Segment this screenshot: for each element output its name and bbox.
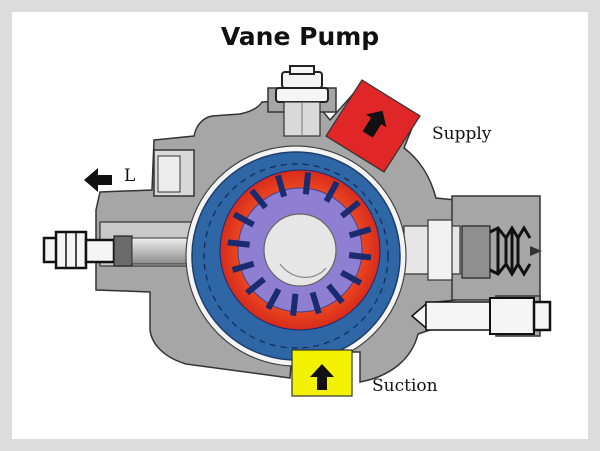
l-port-bore (157, 155, 181, 193)
supply-port (325, 79, 421, 173)
vane (227, 239, 250, 248)
vane (232, 211, 255, 228)
drive-shaft (263, 213, 337, 287)
vane (339, 199, 361, 219)
suction-label: Suction (372, 376, 438, 396)
vane (290, 293, 299, 316)
arrow-up-icon (310, 364, 334, 390)
vane (249, 188, 268, 210)
supply-label: Supply (432, 124, 492, 144)
vane (275, 174, 288, 198)
vane (326, 283, 345, 305)
vane (323, 180, 340, 203)
vane (348, 226, 372, 239)
vane (302, 172, 312, 195)
vane (309, 291, 322, 315)
vane (245, 276, 266, 296)
vane (348, 252, 372, 261)
suction-port (291, 349, 353, 397)
rotor-vanes (227, 172, 372, 316)
arrow-up-right-icon (362, 110, 387, 138)
vane (231, 260, 255, 273)
top-plug (275, 65, 329, 137)
vane (265, 287, 282, 311)
l-port-label: L (124, 166, 136, 186)
needle-valve (410, 297, 552, 335)
diagram-title: Vane Pump (220, 22, 380, 51)
vane (339, 269, 363, 286)
right-spring-assembly (403, 219, 542, 281)
left-adjuster-screw (42, 221, 205, 270)
arrow-left-icon (84, 168, 112, 192)
